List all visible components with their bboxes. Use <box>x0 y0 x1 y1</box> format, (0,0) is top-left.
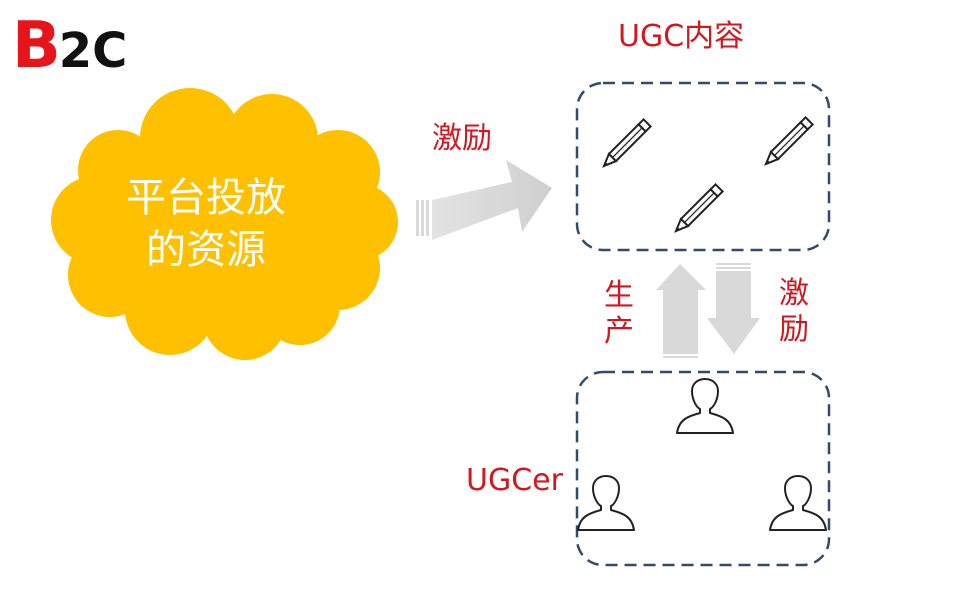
pencil-icon <box>671 183 724 236</box>
produce-arrow-up <box>656 264 706 358</box>
resource-cloud <box>51 88 398 360</box>
produce-label: 生产 <box>604 278 634 349</box>
pencil-icon <box>599 118 652 171</box>
cloud-text-line2: 的资源 <box>146 227 266 273</box>
person-icon <box>577 475 635 531</box>
cloud-text-line1: 平台投放 <box>126 175 286 221</box>
cloud-text: 平台投放 的资源 <box>96 172 316 276</box>
ugc-content-box <box>575 81 831 252</box>
person-icon <box>769 475 827 531</box>
title-rest: 2C <box>58 23 128 79</box>
pencil-icon <box>761 116 814 169</box>
incentive-label-right: 激励 <box>779 276 809 347</box>
ugc-content-label: UGC内容 <box>618 19 745 54</box>
person-icon <box>676 378 734 434</box>
title-big-letter: B <box>12 9 61 83</box>
incentive-arrow-down <box>707 263 760 354</box>
slide-title: B2C <box>12 14 127 94</box>
incentive-label-top: 激励 <box>432 121 492 156</box>
ugcer-label: UGCer <box>466 463 563 498</box>
incentive-arrow-right <box>416 160 552 240</box>
ugcer-box <box>575 370 831 567</box>
